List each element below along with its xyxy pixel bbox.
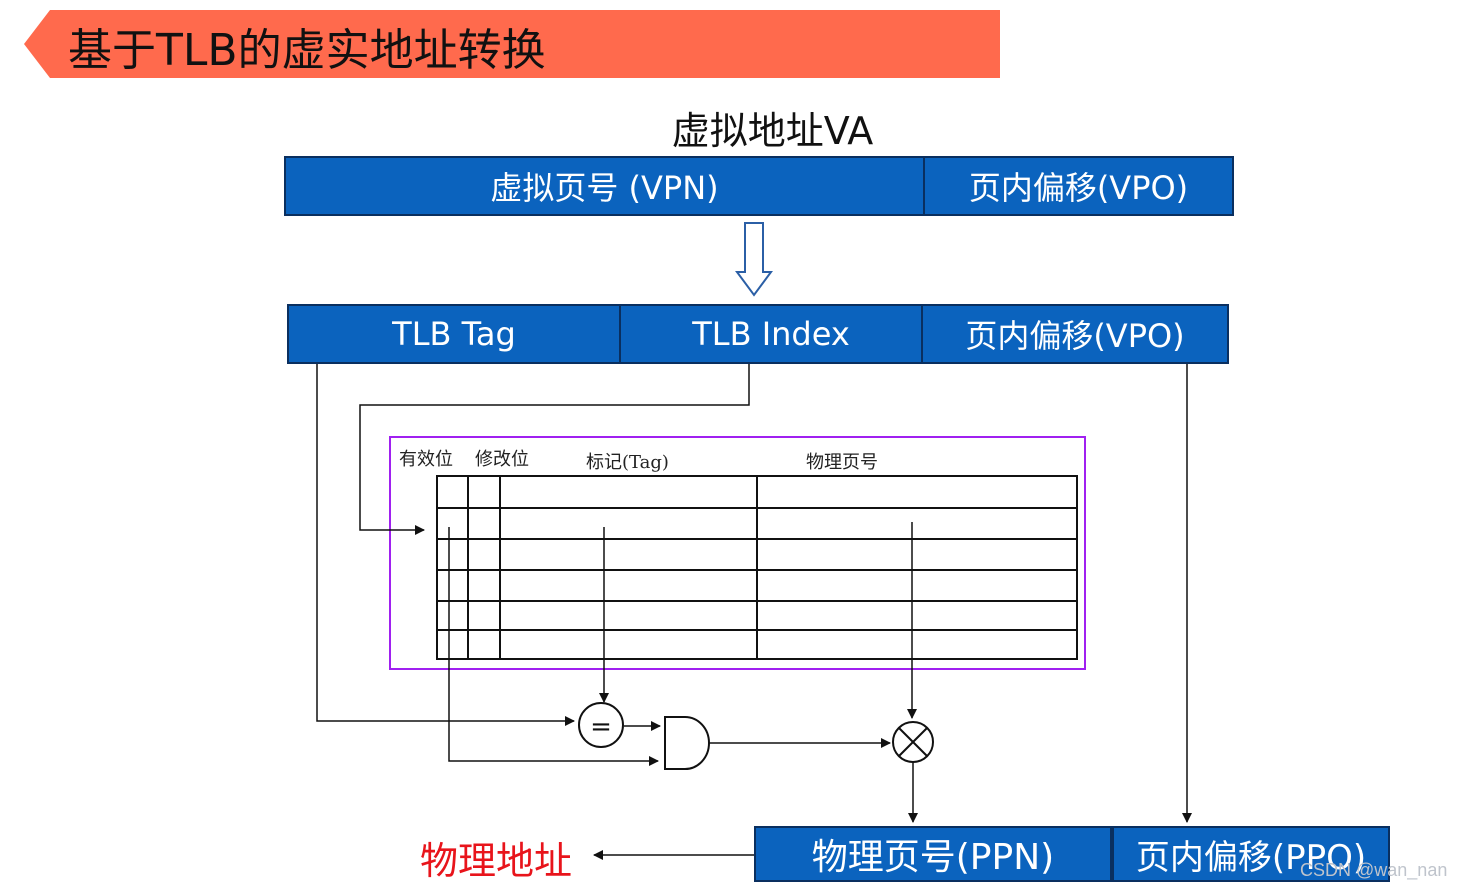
dirty-bit-header: 修改位 <box>475 449 529 470</box>
gate-multiply-icon <box>892 721 934 763</box>
tlb-tag-field: TLB Tag <box>287 304 621 364</box>
and-gate-icon <box>664 716 710 770</box>
valid-bit-line <box>448 527 659 766</box>
tlb-table-grid <box>436 475 1078 660</box>
index-select-line <box>359 364 750 535</box>
tlb-index-field: TLB Index <box>619 304 923 364</box>
title-banner <box>24 10 1000 78</box>
hollow-down-arrow-icon <box>735 222 773 297</box>
page-title: 基于TLB的虚实地址转换 <box>68 25 546 76</box>
ppn-column-header: 物理页号 <box>806 452 878 473</box>
physical-address-label: 物理地址 <box>420 839 573 883</box>
tag-compare-line <box>316 364 575 726</box>
split-vpo-field: 页内偏移(VPO) <box>921 304 1229 364</box>
vpo-field: 页内偏移(VPO) <box>923 156 1234 216</box>
valid-bit-header: 有效位 <box>399 449 453 470</box>
watermark: CSDN @wan_nan <box>1300 860 1448 880</box>
tlb-table-frame <box>389 436 1086 670</box>
ppo-field: 页内偏移(PPO) <box>1112 826 1390 882</box>
tag-column-header: 标记(Tag) <box>586 452 669 473</box>
virtual-address-label: 虚拟地址VA <box>671 109 874 153</box>
comparator-symbol: = <box>590 712 612 742</box>
ppn-field: 物理页号(PPN) <box>754 826 1112 882</box>
comparator-icon <box>578 702 624 748</box>
